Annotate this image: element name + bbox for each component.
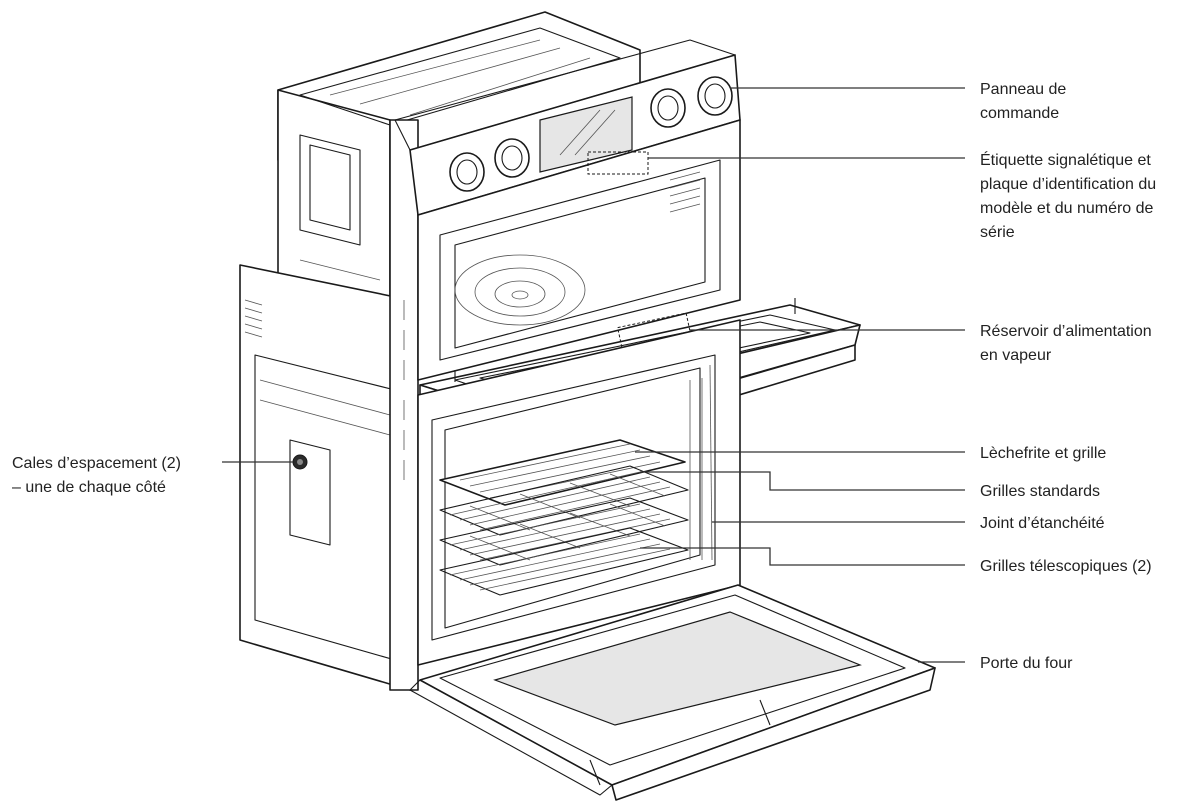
standard-racks bbox=[439, 465, 689, 536]
broiler-pan bbox=[439, 439, 686, 506]
label-steam-reservoir: Réservoir d’alimentation en vapeur bbox=[980, 323, 1156, 364]
label-broiler-pan: Lèchefrite et grille bbox=[980, 445, 1106, 462]
leader-lines bbox=[222, 87, 965, 663]
label-gasket: Joint d’étanchéité bbox=[980, 515, 1105, 532]
leader-standard-racks bbox=[640, 471, 965, 491]
display-window bbox=[539, 96, 633, 173]
telescopic-racks bbox=[439, 497, 689, 596]
control-knobs bbox=[449, 76, 733, 192]
label-telescopic-racks: Grilles télescopiques (2) bbox=[980, 558, 1152, 575]
callout-labels: Panneau de commande Étiquette signalétiq… bbox=[12, 81, 1161, 672]
label-oven-door: Porte du four bbox=[980, 655, 1073, 672]
leader-telescopic-racks bbox=[640, 547, 965, 566]
label-rating-label: Étiquette signalétique et plaque d’ident… bbox=[980, 150, 1161, 241]
oven-body bbox=[239, 11, 936, 801]
label-control-panel: Panneau de commande bbox=[980, 81, 1071, 122]
turntable bbox=[454, 254, 586, 326]
label-spacers: Cales d’espacement (2) – une de chaque c… bbox=[12, 455, 185, 496]
oven-door bbox=[419, 584, 936, 801]
label-standard-racks: Grilles standards bbox=[980, 483, 1100, 500]
